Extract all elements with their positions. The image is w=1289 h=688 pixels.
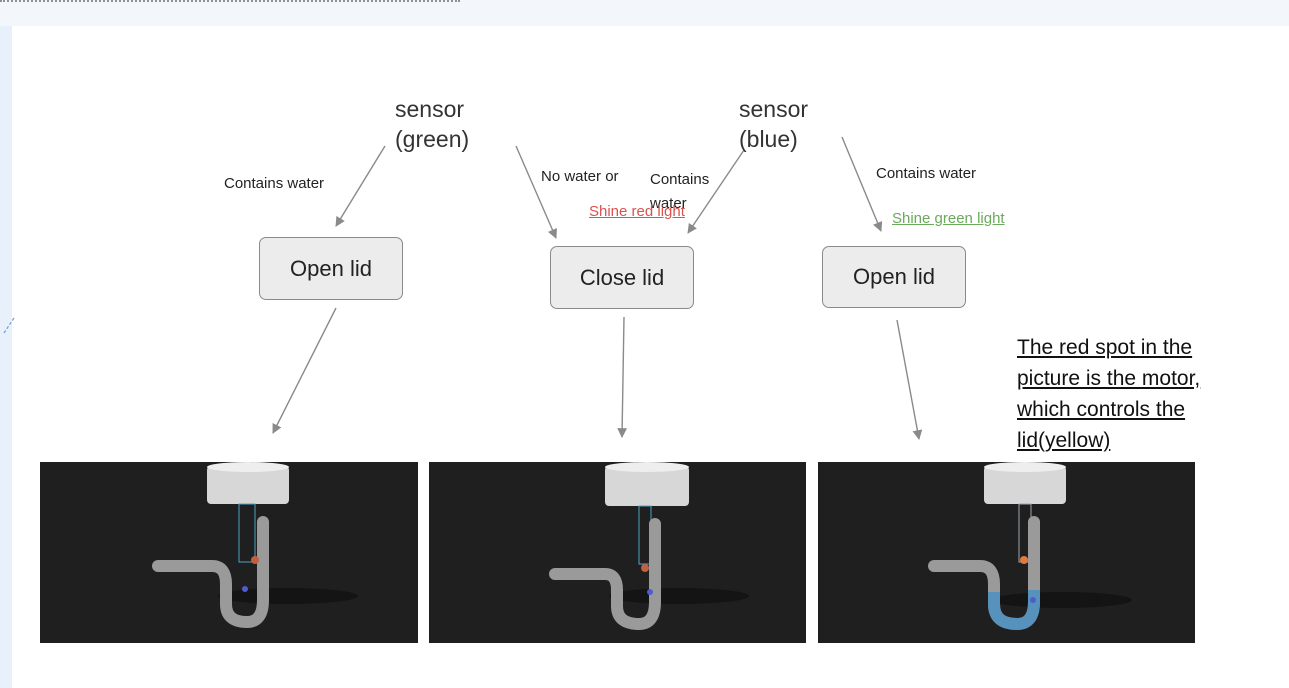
lid-spot [1030,597,1036,603]
box-close-lid: Close lid [550,246,694,309]
arrow-green-to-close [515,145,557,239]
sensor-cylinder-top [984,462,1066,472]
lid-shadow [609,588,749,604]
render-panel-1 [40,462,418,643]
arrow-close-to-pic [617,316,628,438]
top-band [0,0,1289,26]
decorative-slash [3,317,15,334]
sensor-cylinder [984,466,1066,504]
motor-note: The red spot in the picture is the motor… [1017,336,1201,452]
action-shine-red-light: Shine red light [589,203,685,220]
box-open-lid-left: Open lid [259,237,403,300]
render-panel-3 [818,462,1195,643]
lid-shadow [218,588,358,604]
sensor-cylinder-top [207,462,289,472]
lid-spot [242,586,248,592]
sensor-cylinder [207,466,289,504]
lid-shadow [992,592,1132,608]
render-panel-2 [429,462,806,643]
pipe [549,518,661,631]
label-contains-water-right: Contains water [876,165,977,182]
arrow-open-right-to-pic [896,319,923,440]
sensor-cylinder [605,466,689,506]
left-rail [0,0,12,688]
motor-spot [251,556,259,564]
label-contains-water-mid: Contains water [650,171,710,212]
arrow-open-left-to-pic [272,307,337,434]
arrow-blue-to-close [687,149,745,234]
action-shine-green-light: Shine green light [892,210,1005,227]
arrow-blue-to-open-right [841,136,883,232]
top-dotted-rule [0,0,460,2]
arrow-green-to-open-left [335,145,386,227]
label-contains-water-left: Contains water [224,175,325,192]
label-no-water-or: No water or [541,168,619,185]
lid-spot [647,589,653,595]
sensor-cylinder-top [605,462,689,472]
box-open-lid-right: Open lid [822,246,966,308]
pipe [152,516,269,629]
sensor-blue-label: sensor (blue) [739,96,809,152]
motor-spot [641,564,649,572]
motor-spot [1020,556,1028,564]
sensor-green-label: sensor (green) [395,96,470,152]
water-beams [238,503,256,563]
water-fill [988,590,1040,631]
